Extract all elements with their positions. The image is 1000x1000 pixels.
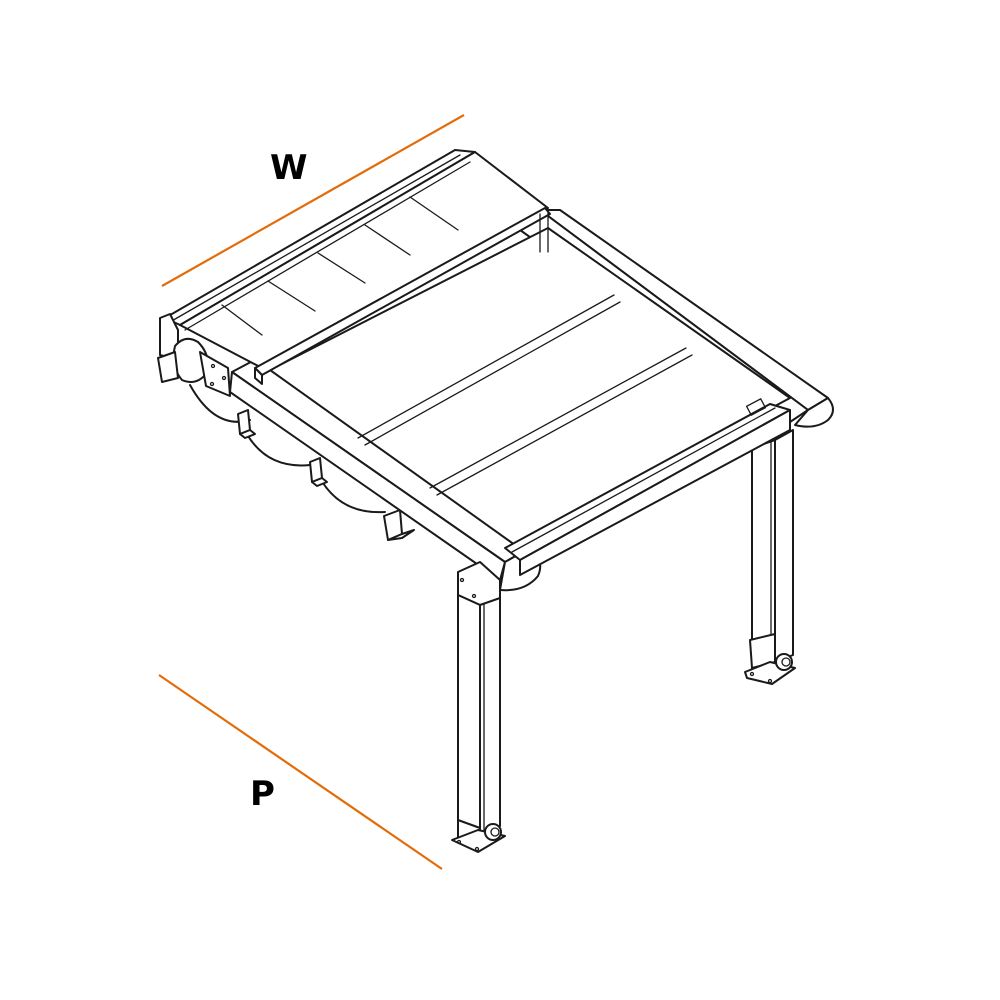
width-label: W <box>270 148 308 188</box>
wall-bracket-2 <box>309 457 328 487</box>
projection-label: P <box>250 774 275 814</box>
width-dimension-line <box>161 114 465 287</box>
front-bar <box>504 398 791 576</box>
motor-end-cap <box>157 313 231 397</box>
wall-bracket-1 <box>237 409 256 439</box>
cassette-box <box>164 149 551 385</box>
front-left-post <box>451 561 506 853</box>
rear-right-post <box>744 429 796 685</box>
wall-bracket-3 <box>383 509 415 541</box>
projection-dimension-line <box>158 674 443 870</box>
